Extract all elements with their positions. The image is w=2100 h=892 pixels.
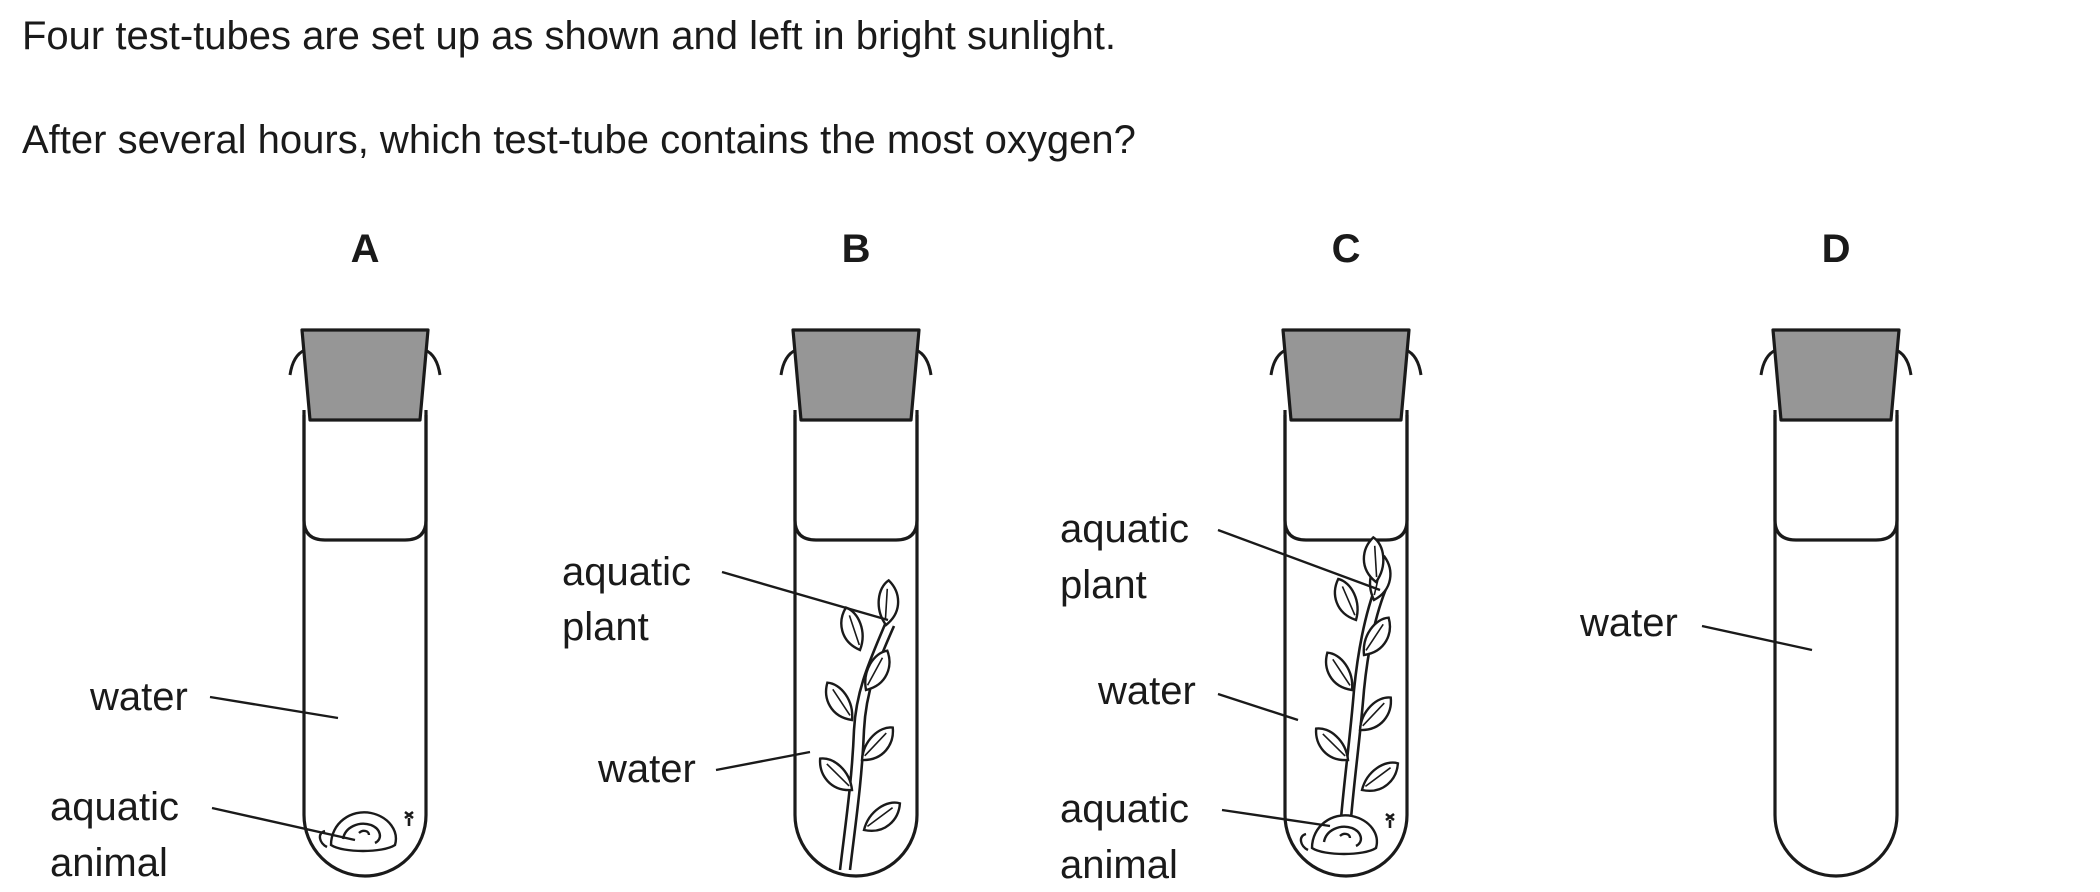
- tube-a: A: [288, 227, 442, 878]
- tube-a-animal-label-2: animal: [50, 841, 168, 885]
- question-line-2: After several hours, which test-tube con…: [22, 118, 1136, 162]
- tube-b-plant-label-1: aquatic: [562, 550, 691, 594]
- tube-b-plant: [811, 578, 910, 871]
- tube-c: C: [1269, 227, 1423, 878]
- tube-a-letter: A: [351, 227, 380, 271]
- tube-b-plant-label-2: plant: [562, 605, 649, 649]
- tube-a-glass: [288, 328, 442, 878]
- tube-a-animal-label-1: aquatic: [50, 785, 179, 829]
- tube-b-glass: [779, 328, 933, 878]
- tube-d-glass: [1759, 328, 1913, 878]
- tube-a-animal: [318, 811, 398, 853]
- tube-c-animal-leader: [1221, 808, 1331, 828]
- tube-a-animal-leader: [211, 806, 356, 842]
- tube-b-water-label: water: [597, 747, 696, 791]
- tube-d: D: [1759, 227, 1913, 878]
- tube-b-water-leader: [715, 750, 811, 772]
- tube-c-letter: C: [1332, 227, 1361, 271]
- tube-a-water-label: water: [89, 675, 188, 719]
- tube-c-plant-label-1: aquatic: [1060, 507, 1189, 551]
- tube-c-plant: [1307, 535, 1404, 831]
- tube-c-plant-leader: [1217, 528, 1381, 592]
- tube-a-animal-tentacle: [404, 810, 414, 826]
- question-line-1: Four test-tubes are set up as shown and …: [22, 14, 1116, 58]
- tube-a-water-leader: [209, 695, 339, 720]
- tube-c-water-leader: [1217, 692, 1299, 722]
- tube-c-animal-tentacle: [1385, 812, 1395, 828]
- tube-c-water-label: water: [1097, 669, 1196, 713]
- tube-d-letter: D: [1822, 227, 1851, 271]
- tube-d-water-leader: [1701, 624, 1813, 652]
- tube-c-animal: [1299, 814, 1379, 856]
- tube-c-plant-label-2: plant: [1060, 563, 1147, 607]
- tube-d-water-label: water: [1579, 601, 1678, 645]
- tube-b: B: [779, 227, 933, 878]
- tube-c-animal-label-2: animal: [1060, 843, 1178, 887]
- tube-b-plant-leader: [721, 570, 889, 622]
- tube-b-letter: B: [842, 227, 871, 271]
- tube-c-animal-label-1: aquatic: [1060, 787, 1189, 831]
